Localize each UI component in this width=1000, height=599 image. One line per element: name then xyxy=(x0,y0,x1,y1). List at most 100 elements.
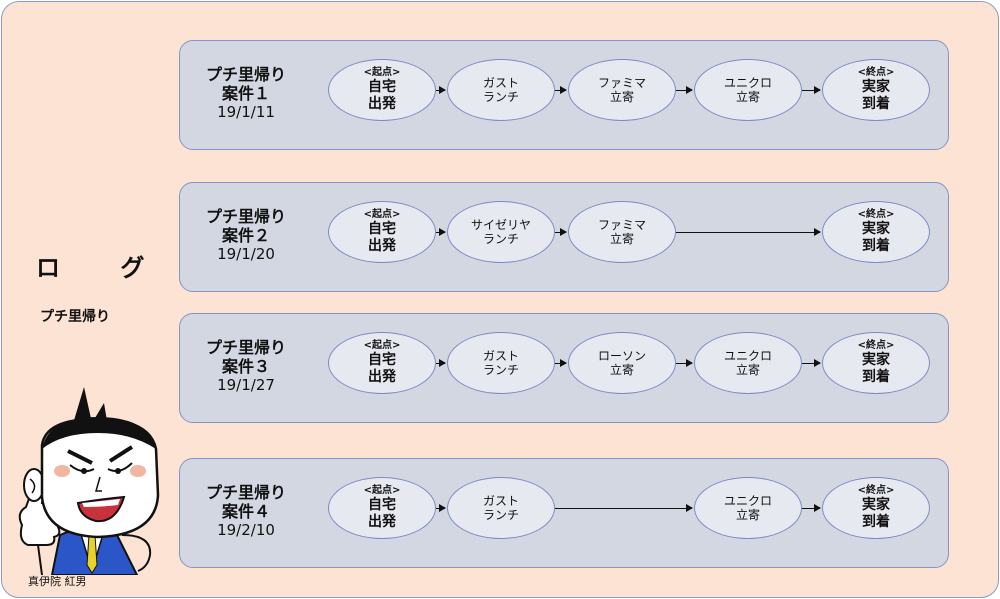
case-date: 19/1/20 xyxy=(186,245,306,263)
node-label: 実家 xyxy=(862,352,890,369)
node-label: ランチ xyxy=(483,90,519,104)
node-label: 立寄 xyxy=(610,232,634,246)
node-label: 到着 xyxy=(862,514,890,531)
stop-node: ガストランチ xyxy=(447,59,555,121)
node-label: ランチ xyxy=(483,363,519,377)
case-number: 案件４ xyxy=(186,502,306,521)
node-label: ガスト xyxy=(483,494,519,508)
case-date: 19/1/11 xyxy=(186,103,306,121)
route-arrow xyxy=(802,363,820,364)
node-label: 実家 xyxy=(862,497,890,514)
route-arrow xyxy=(802,508,820,509)
route-arrow xyxy=(555,90,566,91)
mascot-character-illustration xyxy=(12,385,162,575)
stop-node: ファミマ立寄 xyxy=(568,59,676,121)
case-title: プチ里帰り xyxy=(186,483,306,502)
stop-node: ファミマ立寄 xyxy=(568,201,676,263)
node-tag: <起点> xyxy=(364,67,401,79)
route-arrow xyxy=(555,508,692,509)
node-label: 出発 xyxy=(368,369,396,386)
node-label: 出発 xyxy=(368,514,396,531)
node-label: 到着 xyxy=(862,238,890,255)
route-arrow xyxy=(555,363,566,364)
page-subtitle: プチ里帰り xyxy=(40,306,110,326)
node-label: 自宅 xyxy=(368,352,396,369)
node-label: 到着 xyxy=(862,369,890,386)
node-label: 自宅 xyxy=(368,221,396,238)
case-date: 19/1/27 xyxy=(186,376,306,394)
node-label: 立寄 xyxy=(736,508,760,522)
case-date: 19/2/10 xyxy=(186,521,306,539)
node-label: ローソン xyxy=(598,349,646,363)
node-label: 到着 xyxy=(862,96,890,113)
stop-node: ユニクロ立寄 xyxy=(694,477,802,539)
route-arrow xyxy=(676,90,692,91)
case-number: 案件２ xyxy=(186,226,306,245)
stop-node: サイゼリヤランチ xyxy=(447,201,555,263)
case-title: プチ里帰り xyxy=(186,338,306,357)
end-node: <終点>実家到着 xyxy=(822,201,930,263)
stop-node: ガストランチ xyxy=(447,477,555,539)
case-number: 案件１ xyxy=(186,84,306,103)
route-arrow xyxy=(436,232,445,233)
route-arrow xyxy=(436,363,445,364)
stop-node: ローソン立寄 xyxy=(568,332,676,394)
node-label: 出発 xyxy=(368,96,396,113)
stop-node: ユニクロ立寄 xyxy=(694,59,802,121)
node-tag: <起点> xyxy=(364,209,401,221)
page-title: ロ グ xyxy=(36,248,170,283)
node-label: 立寄 xyxy=(610,90,634,104)
start-node: <起点>自宅出発 xyxy=(328,332,436,394)
start-node: <起点>自宅出発 xyxy=(328,59,436,121)
author-name: 真伊院 紅男 xyxy=(28,573,87,589)
start-node: <起点>自宅出発 xyxy=(328,201,436,263)
route-arrow xyxy=(436,90,445,91)
node-tag: <終点> xyxy=(858,209,895,221)
route-arrow xyxy=(802,90,820,91)
node-label: 実家 xyxy=(862,221,890,238)
node-label: 自宅 xyxy=(368,497,396,514)
node-label: 実家 xyxy=(862,79,890,96)
node-label: サイゼリヤ xyxy=(471,218,531,232)
start-node: <起点>自宅出発 xyxy=(328,477,436,539)
node-tag: <終点> xyxy=(858,340,895,352)
node-label: ファミマ xyxy=(598,76,646,90)
node-label: ランチ xyxy=(483,508,519,522)
node-label: 立寄 xyxy=(736,363,760,377)
route-arrow xyxy=(676,232,820,233)
case-number: 案件３ xyxy=(186,357,306,376)
node-label: ユニクロ xyxy=(724,76,772,90)
stop-node: ガストランチ xyxy=(447,332,555,394)
node-tag: <起点> xyxy=(364,340,401,352)
end-node: <終点>実家到着 xyxy=(822,332,930,394)
end-node: <終点>実家到着 xyxy=(822,477,930,539)
node-label: ユニクロ xyxy=(724,349,772,363)
end-node: <終点>実家到着 xyxy=(822,59,930,121)
node-label: 出発 xyxy=(368,238,396,255)
node-label: 自宅 xyxy=(368,79,396,96)
node-label: 立寄 xyxy=(610,363,634,377)
stop-node: ユニクロ立寄 xyxy=(694,332,802,394)
route-arrow xyxy=(676,363,692,364)
node-label: ユニクロ xyxy=(724,494,772,508)
node-tag: <終点> xyxy=(858,485,895,497)
node-label: ガスト xyxy=(483,349,519,363)
case-title: プチ里帰り xyxy=(186,65,306,84)
node-tag: <終点> xyxy=(858,67,895,79)
node-label: ガスト xyxy=(483,76,519,90)
node-label: ランチ xyxy=(483,232,519,246)
case-title: プチ里帰り xyxy=(186,207,306,226)
node-tag: <起点> xyxy=(364,485,401,497)
node-label: 立寄 xyxy=(736,90,760,104)
route-arrow xyxy=(436,508,445,509)
node-label: ファミマ xyxy=(598,218,646,232)
route-arrow xyxy=(555,232,566,233)
